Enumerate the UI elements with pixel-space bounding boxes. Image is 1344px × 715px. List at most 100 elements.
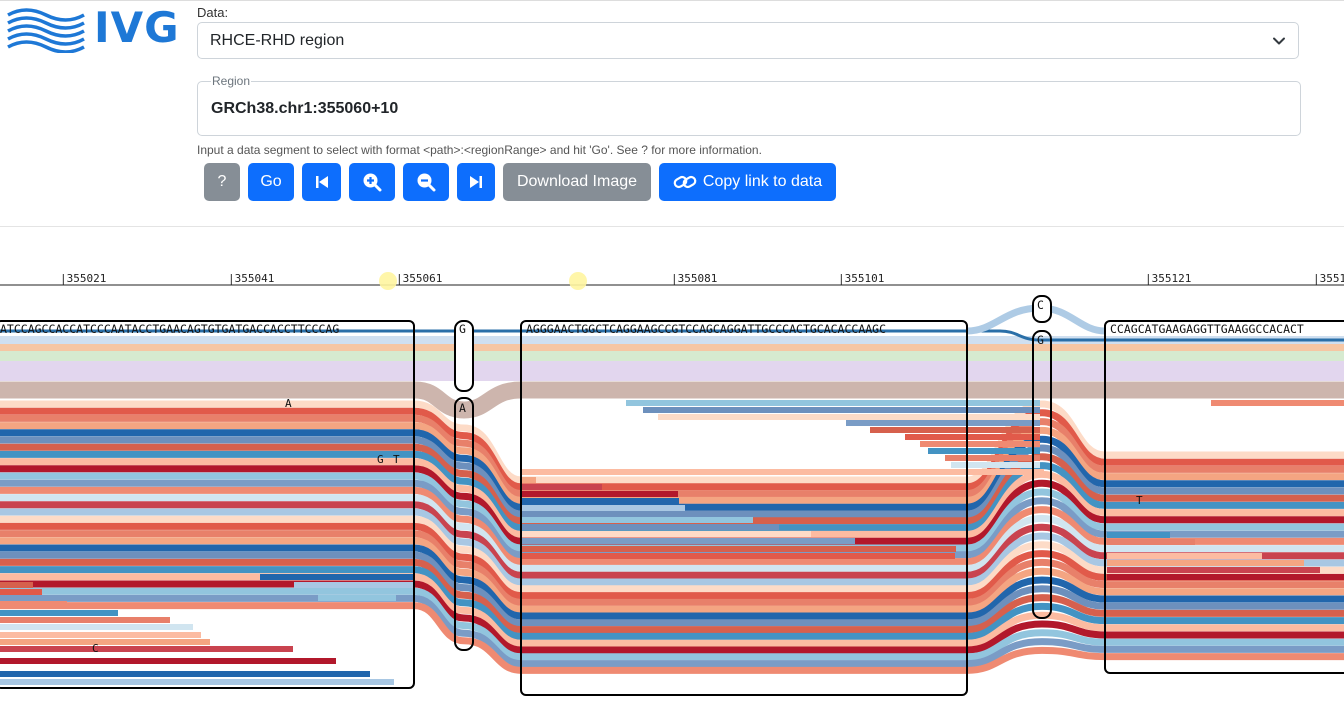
variant-label: G — [377, 453, 384, 466]
download-image-label: Download Image — [516, 173, 638, 190]
coordinate-ruler: |355021 |355041 |355061 |355081 |355101 … — [0, 272, 1344, 290]
ivg-logo[interactable]: IVG — [6, 3, 179, 54]
read-path — [0, 422, 1344, 504]
help-button-label: ? — [217, 173, 227, 190]
read-fragment — [0, 646, 293, 652]
ruler-tick: |3551 — [1313, 272, 1344, 285]
read-fragment — [0, 679, 394, 685]
read-fragment — [870, 427, 1040, 433]
read-fragment — [0, 582, 33, 588]
sequence-node-1[interactable] — [0, 320, 415, 689]
read-path — [0, 566, 1344, 640]
read-fragment — [951, 462, 1040, 468]
annotation-band — [0, 336, 1344, 344]
read-path — [0, 551, 1344, 627]
variant-label: C — [92, 642, 99, 655]
read-fragment — [260, 574, 414, 580]
read-fragment — [1211, 400, 1344, 406]
read-fragment — [0, 589, 42, 595]
read-fragment — [0, 632, 201, 638]
read-fragment — [0, 601, 67, 607]
read-path — [0, 400, 1344, 484]
read-fragment — [521, 538, 855, 544]
chevron-down-icon — [1273, 37, 1285, 45]
read-fragment — [626, 400, 1040, 406]
graph-visualization[interactable]: |355021 |355041 |355061 |355081 |355101 … — [0, 227, 1344, 715]
region-input[interactable]: Region GRCh38.chr1:355060+10 — [197, 74, 1301, 136]
read-fragment — [0, 617, 170, 623]
copy-link-label: Copy link to data — [702, 173, 823, 190]
link-icon — [673, 175, 697, 189]
snp-node-top-2[interactable] — [1032, 295, 1052, 323]
read-fragment — [0, 610, 118, 616]
region-value: GRCh38.chr1:355060+10 — [211, 100, 399, 117]
ruler-tick: |355101 — [838, 272, 884, 285]
variant-label: T — [393, 453, 400, 466]
snp-allele: G — [459, 322, 466, 336]
read-fragment — [1107, 560, 1304, 566]
ruler-tick: |355061 — [396, 272, 442, 285]
read-fragment — [0, 671, 370, 677]
skip-back-icon — [315, 176, 328, 188]
snp-node-bottom-2[interactable] — [1032, 330, 1052, 619]
skip-forward-button[interactable] — [457, 163, 495, 201]
read-fragment — [658, 414, 1040, 420]
read-fragment — [521, 477, 536, 483]
zoom-out-icon — [417, 173, 436, 192]
variant-label: T — [1136, 494, 1143, 507]
read-fragment — [1107, 574, 1344, 580]
snp-allele: C — [1037, 298, 1044, 312]
read-path — [0, 573, 1344, 647]
wave-logo-icon — [7, 8, 85, 54]
go-button[interactable]: Go — [248, 163, 294, 201]
read-fragment — [0, 639, 210, 645]
annotation-band — [0, 344, 1344, 351]
read-path — [0, 558, 1344, 634]
read-fragment — [1107, 553, 1262, 559]
ruler-tick: |355081 — [671, 272, 717, 285]
annotation-band — [0, 351, 1344, 361]
read-fragment — [318, 595, 396, 601]
skip-back-button[interactable] — [302, 163, 341, 201]
sequence-node-2[interactable] — [520, 320, 968, 696]
data-select[interactable]: RHCE-RHD region — [197, 22, 1299, 59]
read-paths — [0, 400, 1344, 685]
read-path — [0, 580, 1344, 654]
cursor-highlight — [569, 272, 587, 290]
read-fragment — [521, 517, 753, 523]
annotation-band — [0, 361, 1344, 381]
zoom-in-button[interactable] — [349, 163, 395, 201]
read-path — [0, 414, 1344, 498]
download-image-button[interactable]: Download Image — [503, 163, 651, 201]
reference-path — [0, 329, 1344, 342]
variant-label: A — [285, 397, 292, 410]
data-select-value: RHCE-RHD region — [210, 32, 345, 49]
read-fragment — [0, 658, 336, 664]
read-fragment — [0, 624, 193, 630]
zoom-out-button[interactable] — [403, 163, 449, 201]
help-text: Input a data segment to select with form… — [197, 143, 762, 157]
read-fragment — [945, 455, 1040, 461]
snp-node-bottom-1[interactable] — [454, 397, 474, 651]
help-button[interactable]: ? — [204, 163, 240, 201]
read-fragment — [920, 441, 1040, 447]
read-fragment — [521, 531, 811, 537]
read-fragment — [521, 546, 956, 552]
copy-link-button[interactable]: Copy link to data — [659, 163, 836, 201]
read-fragment — [1107, 532, 1170, 538]
snp-node-top-1[interactable] — [454, 320, 474, 392]
read-fragment — [521, 491, 678, 497]
read-path — [0, 407, 1344, 491]
read-fragment — [521, 498, 679, 504]
snp-allele: G — [1037, 333, 1044, 347]
read-fragment — [1107, 567, 1320, 573]
skip-forward-icon — [470, 176, 482, 188]
read-fragment — [521, 505, 685, 511]
sequence-node-3[interactable] — [1104, 320, 1344, 674]
ruler-tick: |355021 — [60, 272, 106, 285]
section-divider — [0, 226, 1344, 227]
data-select-label: Data: — [197, 5, 229, 20]
node-sequence: CCAGCATGAAGAGGTTGAAGGCCACACT — [1110, 322, 1304, 336]
read-fragment — [521, 553, 955, 559]
top-divider — [0, 0, 1344, 1]
